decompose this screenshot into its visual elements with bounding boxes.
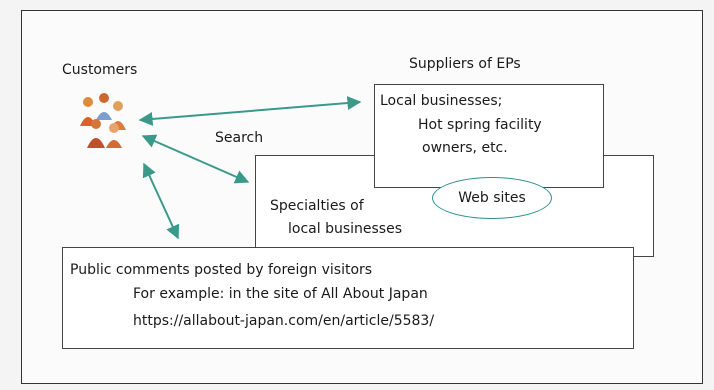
search-arrow-specialties <box>141 134 250 184</box>
public-comments-example: For example: in the site of All About Ja… <box>133 286 428 302</box>
web-sites-label: Web sites <box>458 190 526 206</box>
local-box-line3: owners, etc. <box>422 140 508 156</box>
search-arrow-suppliers <box>138 96 362 126</box>
local-box-line2: Hot spring facility <box>418 117 542 133</box>
customers-label: Customers <box>62 62 138 78</box>
specialties-line1: Specialties of <box>270 198 364 214</box>
public-comments-url: https://allabout-japan.com/en/article/55… <box>133 313 435 329</box>
public-comments-box <box>62 247 634 349</box>
web-sites-oval: Web sites <box>432 177 552 219</box>
local-box-line1: Local businesses; <box>380 93 503 109</box>
customers-people-icon <box>80 93 126 148</box>
search-arrow-comments <box>142 162 180 240</box>
search-label: Search <box>215 130 264 146</box>
specialties-line2: local businesses <box>288 221 402 237</box>
public-comments-title: Public comments posted by foreign visito… <box>70 262 373 278</box>
suppliers-title: Suppliers of EPs <box>409 56 521 72</box>
